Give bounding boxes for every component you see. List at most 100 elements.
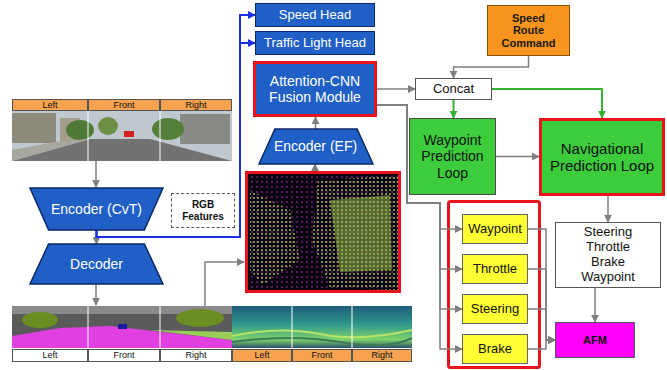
node-label: Speed Route Command (500, 12, 558, 50)
encoder-trapezoid: Encoder (CvT) (30, 188, 163, 230)
view-divider (160, 111, 161, 161)
node-label: Waypoint (468, 222, 522, 237)
flow-connector (315, 117, 317, 129)
node-label: Right (371, 351, 392, 360)
output-box: Steering (462, 294, 528, 324)
node-label: Right (185, 101, 206, 110)
node-label: Front (113, 351, 134, 360)
lidar-ground (245, 171, 401, 293)
view-label: Front (292, 349, 352, 362)
trapezoid-shape (259, 129, 373, 164)
flow-connector (377, 88, 415, 90)
node-label: Steering (471, 302, 519, 317)
head-box: Speed Head (255, 3, 375, 27)
highlight-border (247, 173, 400, 292)
node-label: Navigational Prediction Loop (542, 140, 662, 175)
tree (152, 118, 184, 140)
lidar-points (245, 171, 401, 293)
view-label: Right (160, 349, 232, 362)
decoder-trapezoid: Decoder (30, 244, 163, 284)
depth-band (232, 330, 412, 337)
output-box: Brake (462, 334, 528, 364)
group-frame (449, 202, 540, 368)
loop-box: Waypoint Prediction Loop (409, 118, 496, 195)
road (12, 139, 232, 161)
view-label: Front (88, 99, 160, 111)
node-label: Encoder (CvT) (51, 201, 142, 217)
segment-building (12, 306, 232, 348)
depth-image (232, 306, 412, 348)
flow-arrow (205, 262, 244, 306)
building (12, 113, 56, 143)
node-label: Encoder (EF) (274, 138, 357, 154)
node-label: Right (185, 351, 206, 360)
view-divider (292, 306, 293, 348)
feature-box: RGB Features (171, 193, 235, 228)
lidar-points (312, 176, 398, 290)
segment-vegetation (22, 312, 58, 328)
segment-car (118, 324, 127, 329)
output-box: Waypoint (462, 214, 528, 244)
flow-connector (528, 269, 555, 340)
view-divider (352, 306, 353, 348)
depth-band (232, 338, 412, 345)
tree (98, 117, 118, 135)
sky (12, 111, 232, 161)
view-label: Left (232, 349, 292, 362)
segment-vegetation (176, 309, 224, 327)
flow-connector (496, 156, 539, 158)
fusion-box: Attention-CNN Fusion Module (253, 61, 377, 117)
flow-connector (528, 229, 555, 340)
node-label: RGB Features (175, 199, 231, 222)
segment-road (12, 326, 232, 348)
concat-box: Concat (415, 78, 492, 100)
loop-box: Navigational Prediction Loop (539, 118, 665, 196)
node-label: Attention-CNN Fusion Module (256, 73, 374, 105)
node-label: Left (254, 351, 269, 360)
tree (66, 120, 94, 140)
control-box: Steering Throttle Brake Waypoint (555, 222, 661, 288)
flow-connector (528, 340, 555, 349)
view-divider (160, 306, 161, 348)
trapezoid-shape (30, 244, 163, 284)
car (124, 131, 134, 137)
flow-arrow (314, 164, 316, 171)
lidar-points (250, 190, 300, 285)
flow-connector (454, 56, 529, 78)
node-label: Throttle (473, 262, 517, 277)
node-label: Front (311, 351, 332, 360)
node-label: Brake (478, 342, 512, 357)
flow-connector (492, 89, 602, 118)
head-box: Traffic Light Head (255, 31, 375, 55)
flow-arrow (95, 161, 97, 187)
sidewalk (12, 139, 90, 161)
building (180, 114, 230, 144)
node-label: Concat (433, 82, 474, 97)
input-box: Speed Route Command (487, 5, 570, 56)
node-label: Front (113, 101, 134, 110)
node-label: Decoder (70, 256, 123, 272)
node-label: Steering Throttle Brake Waypoint (573, 225, 643, 285)
lidar-image (245, 171, 401, 293)
flow-connector (594, 288, 596, 322)
node-label: Traffic Light Head (264, 36, 366, 51)
depth-map (232, 306, 412, 348)
segment-terrain (150, 330, 232, 340)
view-label: Left (12, 349, 88, 362)
encoder-trapezoid: Encoder (EF) (259, 129, 373, 164)
node-label: Speed Head (279, 8, 351, 23)
flow-connector (453, 100, 455, 118)
node-label: AFM (583, 334, 607, 347)
flow-connector (607, 196, 609, 222)
view-label: Right (160, 99, 232, 111)
view-label: Front (88, 349, 160, 362)
lidar-surface (330, 195, 392, 272)
view-label: Right (352, 349, 412, 362)
flow-arrow (95, 284, 97, 305)
view-divider (88, 306, 89, 348)
trapezoid-shape (30, 188, 163, 230)
segmentation-image (12, 306, 232, 348)
node-label: Left (42, 351, 57, 360)
camera-image (12, 111, 232, 161)
view-divider (88, 111, 89, 161)
